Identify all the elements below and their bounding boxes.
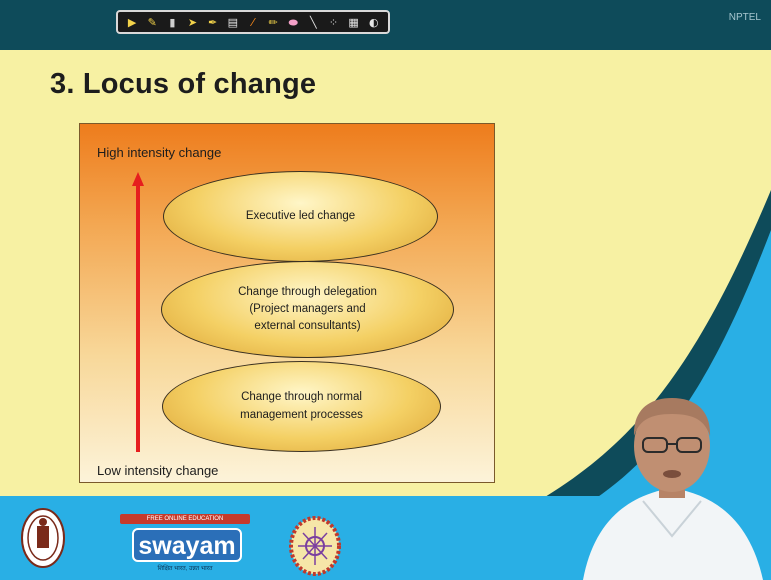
level-label: Executive led change [245, 209, 356, 222]
grid-icon[interactable]: ▦ [348, 15, 359, 29]
slide-watermark: NPTEL [728, 12, 761, 23]
circle-icon[interactable]: ◐ [368, 15, 379, 29]
level-executive-led: Executive led change [163, 171, 438, 262]
note-icon[interactable]: ▤ [227, 15, 238, 29]
intensity-arrow-icon [132, 172, 144, 452]
level-delegation: Change through delegation (Project manag… [161, 261, 454, 358]
highlighter-icon[interactable]: ✎ [147, 15, 157, 29]
nptel-logo-icon [289, 516, 341, 576]
low-intensity-label: Low intensity change [97, 463, 219, 478]
high-intensity-label: High intensity change [97, 145, 222, 160]
pointer-icon[interactable]: ▶ [127, 15, 137, 29]
level-label: Change through normal management process… [240, 391, 363, 421]
pen-icon[interactable]: ✒ [208, 15, 218, 29]
swayam-logo: FREE ONLINE EDUCATION swayam शिक्षित भार… [120, 514, 250, 576]
swayam-tagline: शिक्षित भारत, उन्नत भारत [157, 566, 213, 572]
level-normal-management: Change through normal management process… [162, 361, 441, 452]
pencil-icon[interactable]: ✏ [268, 15, 278, 29]
annotation-toolbar: ▶ ✎ ▮ ➤ ✒ ▤ ⁄ ✏ ⬬ ╲ ⁘ ▦ ◐ [116, 10, 390, 34]
line-icon[interactable]: ╲ [310, 15, 317, 29]
swayam-banner: FREE ONLINE EDUCATION [120, 514, 250, 524]
iit-kharagpur-logo-icon [21, 508, 65, 568]
presenter-video [583, 398, 763, 580]
swayam-wordmark: swayam [132, 528, 242, 562]
marker-icon[interactable]: ⁄ [251, 15, 254, 29]
arrow-icon[interactable]: ➤ [187, 15, 198, 29]
pink-eraser-icon[interactable]: ⬬ [288, 15, 298, 29]
level-label: Change through delegation (Project manag… [238, 285, 377, 333]
eraser-icon[interactable]: ▮ [169, 15, 176, 29]
slide-title: 3. Locus of change [50, 68, 317, 100]
dot-icon[interactable]: ⁘ [328, 15, 339, 29]
